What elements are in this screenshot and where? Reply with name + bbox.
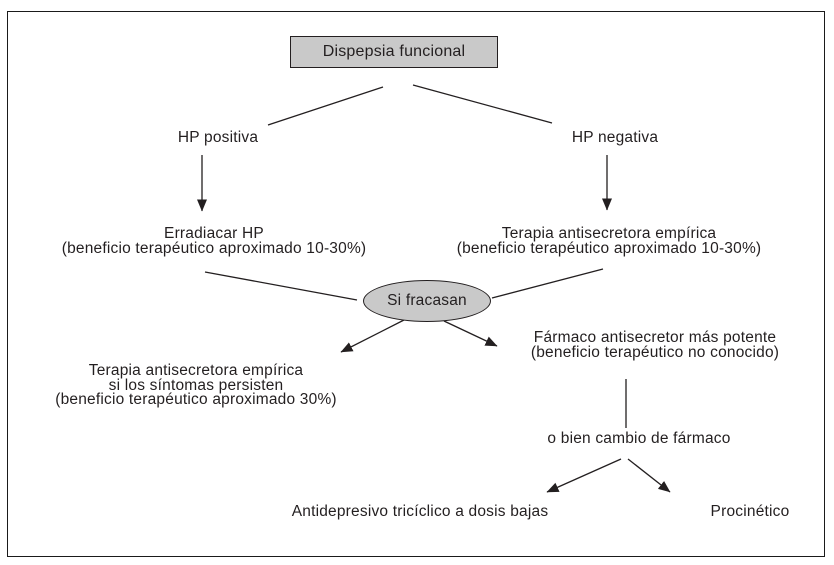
root-node-dispepsia-funcional: Dispepsia funcional (290, 36, 498, 68)
node-erradicar-hp-line1: Erradiacar HP (164, 225, 264, 242)
node-terapia-si-sintomas-persisten: Terapia antisecretora empírica si los sí… (55, 362, 337, 408)
node-o-bien-cambio-de-farmaco: o bien cambio de fármaco (547, 430, 731, 447)
node-terapia-persisten-line1: Terapia antisecretora empírica (88, 362, 304, 379)
node-si-fracasan: Si fracasan (363, 280, 491, 322)
node-si-fracasan-label: Si fracasan (387, 292, 467, 309)
node-erradicar-hp-line2: (beneficio terapéutico aproximado 10-30%… (61, 239, 367, 257)
node-terapia-persisten-line2: si los síntomas persisten (108, 376, 284, 394)
branch-label-hp-positiva: HP positiva (177, 129, 259, 146)
node-antidepresivo-triciclico: Antidepresivo tricíclico a dosis bajas (291, 503, 549, 520)
diagram-border (7, 11, 825, 557)
branch-label-hp-negativa: HP negativa (571, 129, 659, 146)
node-farmaco-potente-line1: Fármaco antisecretor más potente (533, 329, 777, 346)
node-terapia-persisten-line3: (beneficio terapéutico aproximado 30%) (55, 391, 337, 408)
node-procinetico: Procinético (710, 503, 790, 520)
root-node-label: Dispepsia funcional (322, 43, 466, 60)
node-erradicar-hp: Erradiacar HP (beneficio terapéutico apr… (61, 225, 367, 257)
node-terapia-empirica-line1: Terapia antisecretora empírica (501, 225, 717, 242)
node-terapia-empirica-line2: (beneficio terapéutico aproximado 10-30%… (456, 239, 762, 257)
node-terapia-antisecretora-empirica: Terapia antisecretora empírica (benefici… (456, 225, 762, 257)
node-farmaco-antisecretor-mas-potente: Fármaco antisecretor más potente (benefi… (530, 329, 780, 361)
node-farmaco-potente-line2: (beneficio terapéutico no conocido) (530, 343, 780, 361)
